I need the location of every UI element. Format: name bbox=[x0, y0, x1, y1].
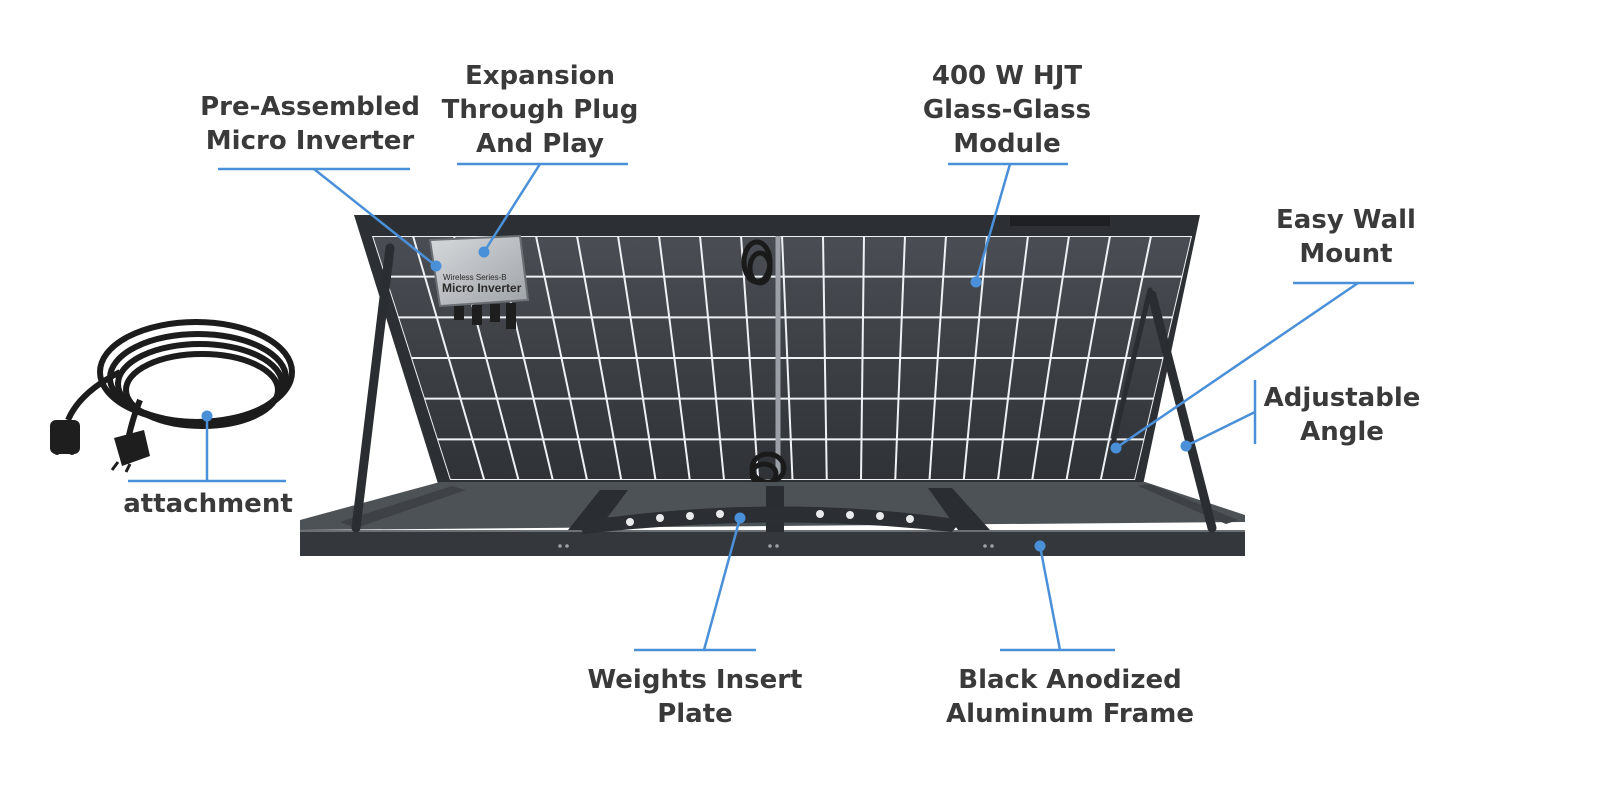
label-line: Pre-Assembled bbox=[200, 92, 420, 122]
adjustable-legs bbox=[351, 243, 1217, 533]
leader-lines bbox=[128, 162, 1414, 652]
label-line: Black Anodized bbox=[958, 665, 1182, 695]
frame-cross-right bbox=[928, 488, 990, 530]
ground-frame bbox=[300, 482, 1245, 556]
schuko-plug bbox=[114, 430, 150, 466]
label-line: Module bbox=[953, 129, 1061, 159]
label-line: Angle bbox=[1300, 417, 1384, 447]
label-line: Through Plug bbox=[441, 95, 639, 125]
left-leg bbox=[351, 243, 395, 533]
inverter-plate-line2: Micro Inverter bbox=[442, 281, 522, 295]
cable-attachment bbox=[65, 319, 295, 441]
label-wall-mount: Easy Wall Mount bbox=[1256, 203, 1436, 271]
label-line: And Play bbox=[476, 129, 604, 159]
plug-connector bbox=[50, 420, 80, 454]
label-line: 400 W HJT bbox=[931, 61, 1083, 91]
weights-insert-plate bbox=[576, 506, 962, 534]
label-attachment: attachment bbox=[118, 487, 298, 521]
right-leg bbox=[1147, 290, 1217, 533]
label-line: Easy Wall bbox=[1276, 205, 1416, 235]
micro-inverter-body bbox=[428, 234, 530, 308]
label-line: Plate bbox=[657, 699, 733, 729]
frame-left-brace bbox=[340, 486, 466, 528]
frame-front-bar bbox=[300, 530, 1245, 556]
label-module: 400 W HJT Glass-Glass Module bbox=[897, 59, 1117, 161]
solar-module bbox=[354, 215, 1200, 490]
label-adjustable-angle: Adjustable Angle bbox=[1262, 381, 1422, 449]
micro-inverter: Wireless Series-B Micro Inverter bbox=[428, 234, 530, 329]
label-line: Micro Inverter bbox=[205, 126, 415, 156]
attachment-connectors bbox=[50, 420, 150, 473]
frame-cross-left bbox=[568, 490, 628, 530]
label-line: attachment bbox=[123, 489, 293, 519]
label-frame: Black Anodized Aluminum Frame bbox=[940, 663, 1200, 731]
label-line: Mount bbox=[1299, 239, 1393, 269]
label-weights-plate: Weights Insert Plate bbox=[580, 663, 810, 731]
label-line: Glass-Glass bbox=[922, 95, 1092, 125]
module-cable-coils bbox=[741, 239, 787, 487]
label-line: Expansion bbox=[465, 61, 615, 91]
label-plug-and-play: Expansion Through Plug And Play bbox=[430, 59, 650, 161]
junction-box bbox=[1010, 216, 1110, 226]
label-line: Adjustable bbox=[1263, 383, 1421, 413]
label-micro-inverter: Pre-Assembled Micro Inverter bbox=[190, 90, 430, 158]
label-line: Aluminum Frame bbox=[946, 699, 1194, 729]
label-line: Weights Insert bbox=[587, 665, 803, 695]
inverter-plate-line1: Wireless Series-B bbox=[443, 273, 507, 282]
